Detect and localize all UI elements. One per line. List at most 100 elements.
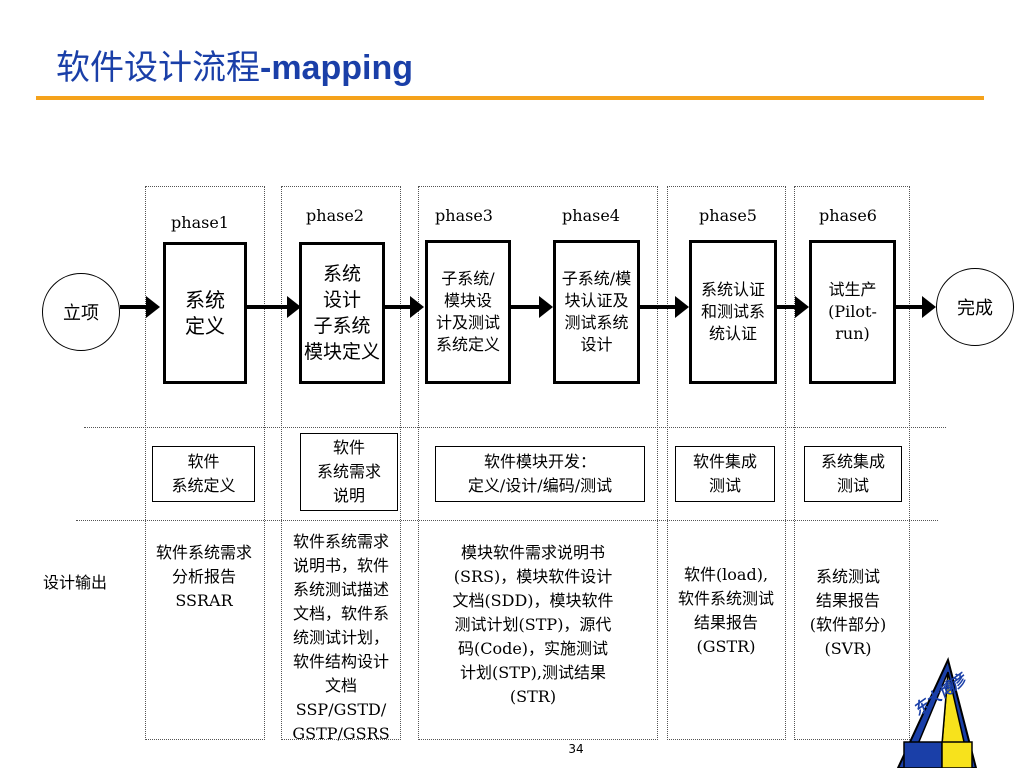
- start-node: 立项: [42, 273, 120, 351]
- box-line: 测试系统: [564, 313, 629, 332]
- title-chinese: 软件设计流程: [56, 48, 260, 88]
- output-line: 统测试计划，: [292, 628, 389, 647]
- box-line: 系统: [322, 263, 361, 285]
- phase-column-1: [145, 186, 265, 740]
- box-line: 块认证及: [564, 291, 629, 310]
- output-line: (SVR): [824, 639, 872, 658]
- phase-label: phase2: [306, 206, 364, 225]
- phase-column-3-4: [418, 186, 658, 740]
- company-logo: 东大博彦: [896, 657, 978, 768]
- output-line: 文档: [324, 676, 357, 695]
- end-node: 完成: [936, 268, 1014, 346]
- output-phase6: 系统测试 结果报告 (软件部分) (SVR): [792, 565, 904, 661]
- box-line: 定义: [185, 314, 225, 338]
- box-line: 软件集成: [692, 452, 757, 471]
- output-line: 计划(STP),测试结果: [460, 663, 606, 682]
- output-phase2: 软件系统需求 说明书，软件 系统测试描述 文档，软件系 统测试计划， 软件结构设…: [280, 530, 402, 746]
- software-integration-test-box: 软件集成测试: [675, 446, 775, 502]
- phase-label: phase4: [562, 206, 620, 225]
- box-line: 计及测试: [435, 313, 500, 332]
- output-line: 说明书，软件: [292, 556, 389, 575]
- output-phase3-4: 模块软件需求说明书 (SRS)，模块软件设计 文档(SDD)，模块软件 测试计划…: [428, 541, 638, 709]
- output-line: 软件系统测试: [677, 589, 774, 608]
- output-line: 文档，软件系: [292, 604, 389, 623]
- phase-column-2: [281, 186, 401, 740]
- phase-label: phase5: [699, 206, 757, 225]
- phase-label: phase1: [171, 213, 229, 232]
- box-line: 定义/设计/编码/测试: [467, 476, 613, 495]
- output-line: (STR): [509, 687, 557, 706]
- box-line: 测试: [836, 476, 869, 495]
- output-line: 软件系统需求: [292, 532, 389, 551]
- phase3-box: 子系统/模块设计及测试系统定义: [425, 240, 511, 384]
- output-line: 软件系统需求: [155, 543, 252, 562]
- box-line: 子系统/模: [561, 269, 632, 288]
- phase2-box: 系统设计子系统模块定义: [299, 242, 385, 384]
- flow-arrow-head: [675, 296, 689, 318]
- output-line: 软件(load),: [683, 565, 769, 584]
- flow-arrow-line: [777, 305, 797, 309]
- flow-arrow-head: [539, 296, 553, 318]
- flow-arrow-line: [120, 305, 148, 309]
- flow-arrow-line: [639, 305, 677, 309]
- phase-label: phase3: [435, 206, 493, 225]
- output-line: 系统测试: [815, 567, 880, 586]
- box-line: 试生产: [828, 280, 877, 299]
- output-line: (GSTR): [696, 637, 756, 656]
- output-line: 模块软件需求说明书: [460, 543, 605, 562]
- output-line: 测试计划(STP)，源代: [454, 615, 612, 634]
- box-line: (Pilot-run): [828, 302, 877, 343]
- box-line: 测试: [708, 476, 741, 495]
- box-line: 模块定义: [303, 341, 380, 363]
- output-line: 结果报告: [693, 613, 758, 632]
- box-line: 系统认证: [700, 280, 765, 299]
- phase6-box: 试生产 (Pilot-run): [809, 240, 896, 384]
- output-line: 分析报告: [171, 567, 236, 586]
- phase1-box: 系统定义: [163, 242, 247, 384]
- phase-label: phase6: [819, 206, 877, 225]
- phase-column-6: [794, 186, 910, 740]
- box-line: 系统集成: [820, 452, 885, 471]
- box-line: 软件模块开发：: [483, 452, 596, 471]
- box-line: 子系统/: [441, 269, 495, 288]
- output-phase5: 软件(load), 软件系统测试 结果报告 (GSTR): [666, 563, 786, 659]
- output-line: 码(Code)，实施测试: [457, 639, 609, 658]
- software-system-definition-box: 软件系统定义: [152, 446, 255, 502]
- box-line: 系统: [185, 288, 225, 312]
- output-line: (软件部分): [809, 615, 887, 634]
- box-line: 系统定义: [435, 335, 500, 354]
- box-line: 系统定义: [171, 476, 236, 495]
- output-line: 系统测试描述: [292, 580, 389, 599]
- output-line: 文档(SDD)，模块软件: [452, 591, 614, 610]
- flow-arrow-head: [410, 296, 424, 318]
- title-english: -mapping: [260, 49, 413, 87]
- box-line: 设计: [580, 335, 613, 354]
- output-line: GSTP/GSRS: [292, 724, 390, 743]
- phase5-box: 系统认证和测试系统认证: [689, 240, 777, 384]
- software-module-development-box: 软件模块开发： 定义/设计/编码/测试: [435, 446, 645, 502]
- box-line: 软件: [332, 438, 365, 457]
- flow-arrow-line: [384, 305, 412, 309]
- output-line: SSP/GSTD/: [295, 700, 387, 719]
- box-line: 子系统: [313, 315, 371, 337]
- row-separator-bottom: [76, 520, 938, 521]
- phase4-box: 子系统/模块认证及测试系统设计: [553, 240, 640, 384]
- box-line: 系统需求: [316, 462, 381, 481]
- design-output-label: 设计输出: [42, 573, 107, 592]
- output-line: SSRAR: [175, 591, 233, 610]
- page-number: 34: [568, 742, 584, 756]
- phase-column-5: [667, 186, 786, 740]
- flow-arrow-line: [247, 305, 289, 309]
- flow-arrow-head: [146, 296, 160, 318]
- system-integration-test-box: 系统集成测试: [804, 446, 902, 502]
- output-phase1: 软件系统需求 分析报告 SSRAR: [144, 541, 264, 613]
- flow-arrow-head: [795, 296, 809, 318]
- flow-arrow-head: [922, 296, 936, 318]
- flow-arrow-line: [511, 305, 541, 309]
- flow-arrow-line: [896, 305, 924, 309]
- software-requirements-box: 软件系统需求说明: [300, 433, 398, 511]
- output-line: 结果报告: [815, 591, 880, 610]
- output-line: 软件结构设计: [292, 652, 389, 671]
- row-separator-top: [84, 427, 946, 428]
- box-line: 和测试系: [700, 302, 765, 321]
